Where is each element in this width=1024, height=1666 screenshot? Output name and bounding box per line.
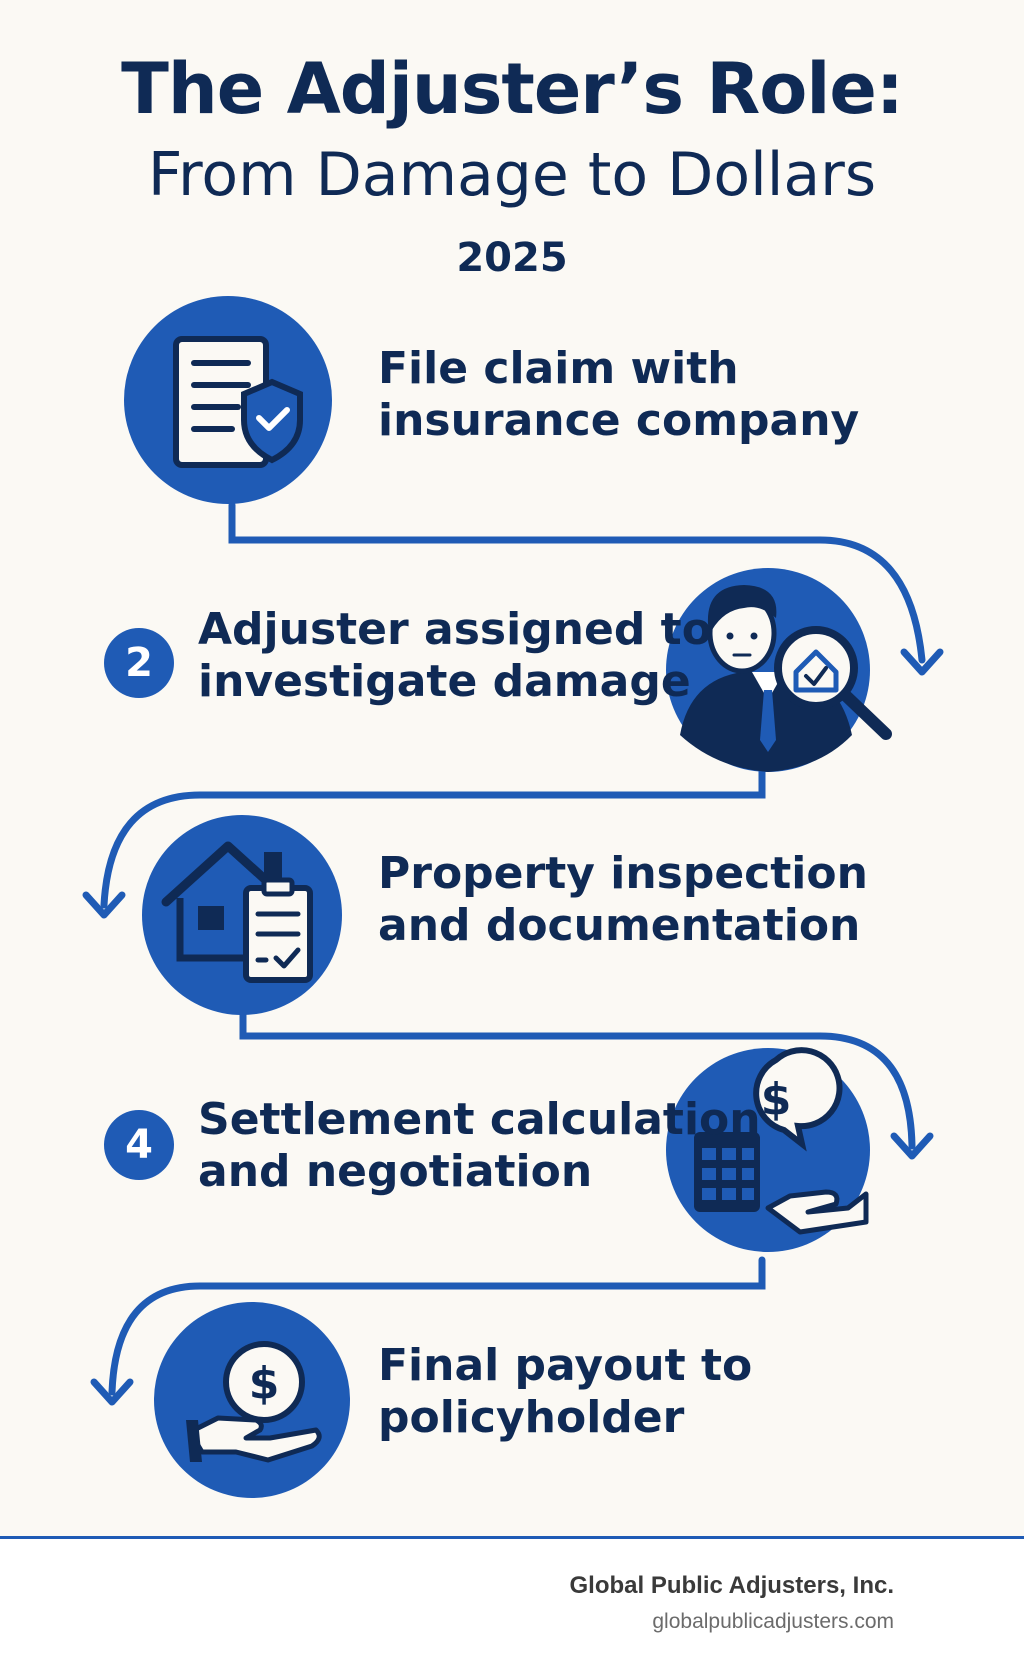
- arrow-down-icon: [890, 1132, 934, 1160]
- connector-4-5: [108, 1256, 766, 1396]
- title-line-2: From Damage to Dollars: [147, 140, 877, 210]
- adjuster-magnifier-house-icon: [666, 568, 892, 772]
- step-2-number-badge: 2: [104, 628, 174, 698]
- step-1-label: File claim with insurance company: [378, 343, 859, 447]
- title-line-1: The Adjuster’s Role:: [121, 48, 904, 130]
- house-checklist-icon: [142, 815, 342, 1015]
- company-website: globalpublicadjusters.com: [652, 1610, 894, 1633]
- step-2-label-line-2: investigate damage: [198, 656, 691, 707]
- step-4-number-badge: 4: [104, 1110, 174, 1180]
- svg-text:$: $: [249, 1358, 280, 1409]
- calculator-dollar-hand-icon: $: [666, 1047, 870, 1252]
- company-name: Global Public Adjusters, Inc.: [569, 1572, 894, 1599]
- step-3-label-line-1: Property inspection: [378, 848, 868, 899]
- connector-2-3: [100, 766, 766, 909]
- svg-text:$: $: [761, 1074, 792, 1125]
- step-4-label-line-1: Settlement calculation: [198, 1094, 761, 1145]
- year-label: 2025: [456, 235, 568, 281]
- connector-3-4: [239, 1006, 916, 1150]
- footer: [0, 1539, 1024, 1666]
- step-2-label-line-1: Adjuster assigned to: [198, 604, 712, 655]
- step-4-label-line-2: and negotiation: [198, 1146, 593, 1197]
- step-4-label: Settlement calculation and negotiation: [198, 1094, 761, 1198]
- step-1-label-line-1: File claim with: [378, 343, 739, 394]
- claim-document-shield-icon: [124, 296, 332, 504]
- footer-divider: [0, 1536, 1024, 1539]
- step-5-label-line-2: policyholder: [378, 1392, 685, 1443]
- dollar-coin-hand-icon: $: [154, 1302, 350, 1498]
- arrow-down-icon: [82, 891, 126, 919]
- step-3-label: Property inspection and documentation: [378, 848, 868, 952]
- step-5-label-line-1: Final payout to: [378, 1340, 753, 1391]
- step-3-label-line-2: and documentation: [378, 900, 861, 951]
- connector-1-2: [228, 501, 926, 664]
- step-2-label: Adjuster assigned to investigate damage: [198, 604, 712, 708]
- arrow-down-icon: [90, 1378, 134, 1406]
- step-1-label-line-2: insurance company: [378, 395, 860, 446]
- arrow-down-icon: [900, 648, 944, 676]
- step-5-label: Final payout to policyholder: [378, 1340, 752, 1444]
